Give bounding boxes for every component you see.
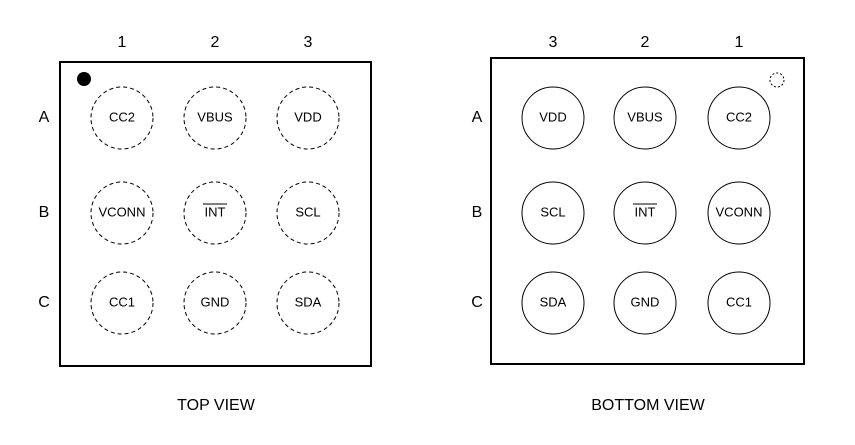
pin-ball — [707, 271, 771, 335]
column-label: 3 — [304, 34, 313, 51]
column-label: 1 — [118, 34, 127, 51]
pin-label: SCL — [295, 204, 320, 219]
pin-label: SCL — [540, 204, 565, 219]
pin-label: VDD — [539, 109, 566, 124]
pin-ball — [707, 181, 771, 245]
column-label: 2 — [211, 34, 220, 51]
row-label: A — [39, 109, 50, 126]
pin-label: VBUS — [627, 109, 663, 124]
pin-ball — [613, 181, 677, 245]
pin-ball — [183, 86, 247, 150]
column-label: 2 — [641, 34, 650, 51]
view-caption: BOTTOM VIEW — [591, 397, 705, 414]
row-label: B — [39, 204, 50, 221]
pin-ball — [613, 86, 677, 150]
column-label: 1 — [735, 34, 744, 51]
pin1-marker — [77, 72, 91, 86]
pin-label: SDA — [540, 294, 567, 309]
pin-label: VBUS — [197, 109, 233, 124]
pin1-marker — [769, 72, 785, 88]
pin-ball — [276, 181, 340, 245]
pin-ball — [276, 86, 340, 150]
pin-ball — [90, 271, 154, 335]
pin-ball — [613, 271, 677, 335]
pin-ball — [90, 181, 154, 245]
pin-label: CC2 — [109, 109, 135, 124]
view-caption: TOP VIEW — [177, 397, 256, 414]
pin-label: VCONN — [99, 204, 146, 219]
pin-label: VDD — [294, 109, 321, 124]
pin-ball — [521, 86, 585, 150]
row-label: C — [471, 294, 483, 311]
top-view: 1 2 3A B C CC2 VBUS VDD VCONN INT SCL CC1 GND SDA TOP … — [38, 34, 372, 414]
pin-label: INT — [205, 204, 226, 219]
pin-ball — [90, 86, 154, 150]
pin-ball — [183, 271, 247, 335]
pin-label: GND — [201, 294, 230, 309]
pin-ball — [707, 86, 771, 150]
pin-label: CC2 — [726, 109, 752, 124]
pin-ball — [521, 271, 585, 335]
package-outline — [490, 57, 805, 365]
pin-label: SDA — [295, 294, 322, 309]
row-label: B — [472, 204, 483, 221]
pin-label: GND — [631, 294, 660, 309]
row-label: A — [472, 109, 483, 126]
row-label: C — [38, 294, 50, 311]
pin-ball — [183, 181, 247, 245]
column-label: 3 — [549, 34, 558, 51]
pin-label: INT — [635, 204, 656, 219]
pin-label: CC1 — [726, 294, 752, 309]
pin-label: VCONN — [716, 204, 763, 219]
pin-label: CC1 — [109, 294, 135, 309]
package-outline — [59, 61, 372, 367]
pin-ball — [521, 181, 585, 245]
pin-ball — [276, 271, 340, 335]
